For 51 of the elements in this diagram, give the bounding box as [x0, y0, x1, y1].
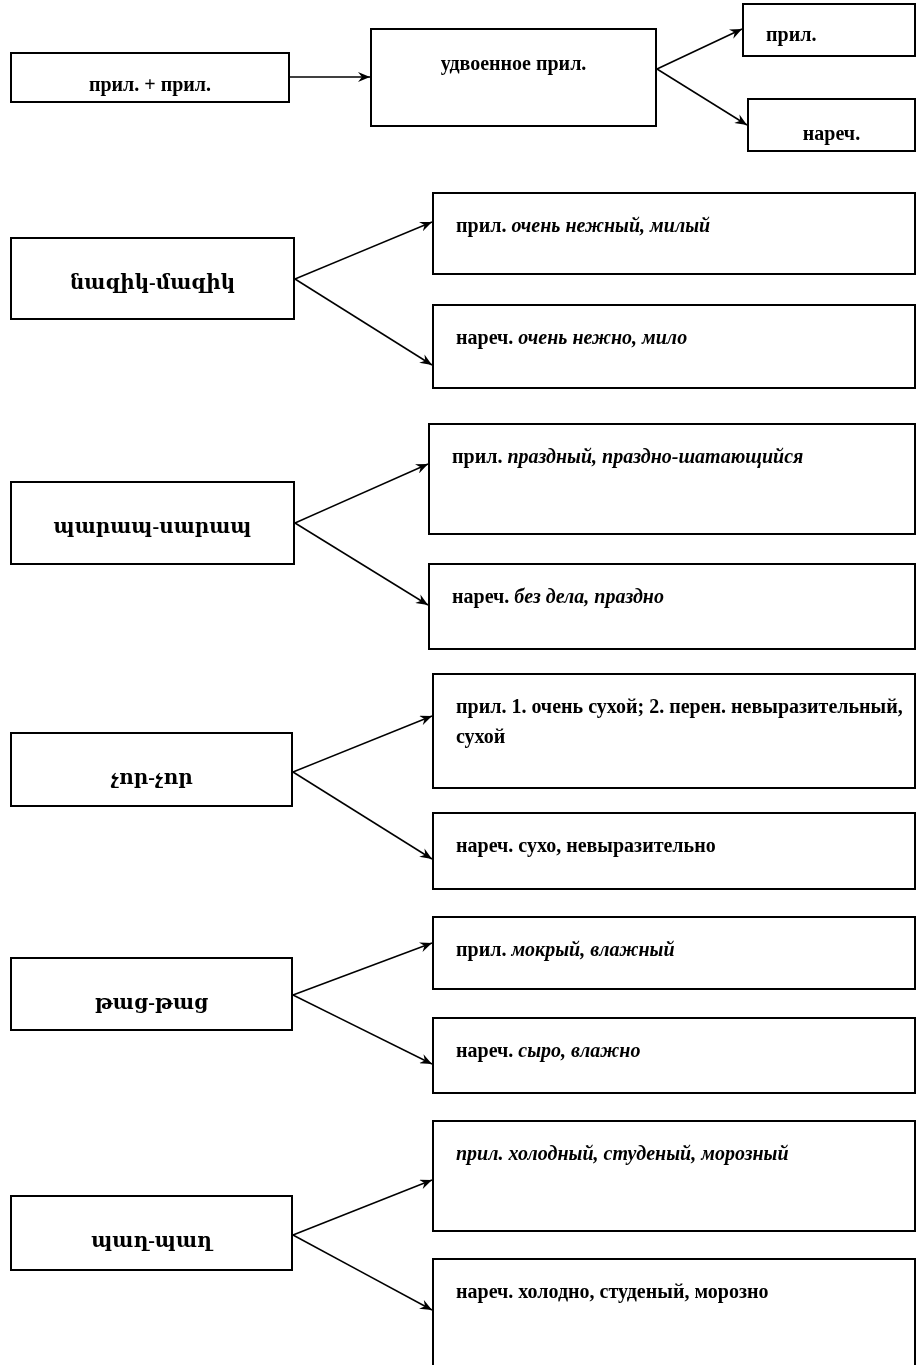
- term-text: նազիկ-մազիկ: [69, 270, 236, 295]
- arrow: [292, 1179, 433, 1236]
- term-box: [10, 481, 295, 565]
- term-text: прил. 1. очень сухой; 2. перен. невыразительный, сухой: [456, 694, 904, 750]
- term-text: պաղ-պաղ: [91, 1228, 212, 1253]
- term-box: [10, 957, 293, 1031]
- term-box: [432, 1258, 916, 1365]
- term-box: [432, 1120, 916, 1232]
- arrow: [292, 1234, 433, 1311]
- term-box: [432, 192, 916, 275]
- term-box: [428, 563, 916, 650]
- term-text: թաց-թաց: [94, 990, 209, 1015]
- term-text: нареч. очень нежно, мило: [456, 325, 688, 351]
- term-text: прил. + прил.: [88, 72, 212, 98]
- arrow: [294, 278, 433, 366]
- term-box: [432, 304, 916, 389]
- term-box: [747, 98, 916, 152]
- term-text: нареч. сухо, невыразительно: [456, 833, 716, 859]
- arrow: [294, 221, 433, 280]
- arrow: [292, 994, 433, 1065]
- arrow: [292, 715, 433, 773]
- term-box: [432, 673, 916, 789]
- term-text: պարապ-սարապ: [53, 514, 252, 539]
- term-box: [742, 3, 916, 57]
- term-text: прил. праздный, праздно-шатающийся: [452, 444, 804, 470]
- term-text: прил. очень нежный, милый: [456, 213, 711, 239]
- term-text: прил. холодный, студеный, морозный: [456, 1141, 789, 1167]
- term-box: [10, 732, 293, 807]
- arrow: [656, 28, 743, 70]
- term-box: [428, 423, 916, 535]
- term-box: [10, 52, 290, 103]
- term-text: удвоенное прил.: [440, 51, 587, 77]
- term-text: չոր-չոր: [110, 765, 193, 790]
- term-text: прил.: [766, 22, 817, 48]
- term-box: [370, 28, 657, 127]
- arrow: [294, 522, 429, 606]
- term-text: нареч. без дела, праздно: [452, 584, 664, 610]
- term-text: прил. мокрый, влажный: [456, 937, 675, 963]
- arrow: [292, 771, 433, 860]
- arrow: [292, 942, 433, 996]
- term-box: [432, 1017, 916, 1094]
- term-box: [10, 237, 295, 320]
- arrow: [289, 72, 371, 82]
- arrow: [656, 68, 748, 126]
- term-text: нареч. сыро, влажно: [456, 1038, 641, 1064]
- term-box: [432, 812, 916, 890]
- arrow: [294, 463, 429, 524]
- term-text: нареч.: [802, 121, 861, 147]
- term-text: нареч. холодно, студеный, морозно: [456, 1279, 769, 1305]
- term-box: [432, 916, 916, 990]
- term-box: [10, 1195, 293, 1271]
